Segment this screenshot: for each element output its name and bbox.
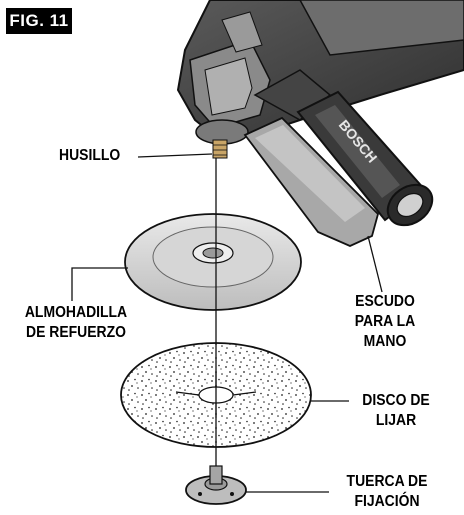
callout-sanding-disc: DISCO DE LIJAR [362, 392, 430, 429]
clamp-nut [185, 465, 247, 505]
spindle-leader [137, 153, 213, 158]
callout-hand-guard: ESCUDO PARA LA MANO [354, 293, 416, 350]
angle-grinder [176, 0, 464, 159]
callout-clamp-nut: TUERCA DE FIJACIÓN [346, 473, 428, 510]
callout-backing-pad: ALMOHADILLA DE REFUERZO [24, 304, 128, 341]
backing-pad [124, 213, 302, 311]
hand-guard-leader [367, 235, 383, 293]
callout-spindle: HUSILLO [59, 147, 121, 164]
backing-pad-leader [71, 267, 128, 301]
figure-number: FIG. 11 [6, 8, 72, 34]
